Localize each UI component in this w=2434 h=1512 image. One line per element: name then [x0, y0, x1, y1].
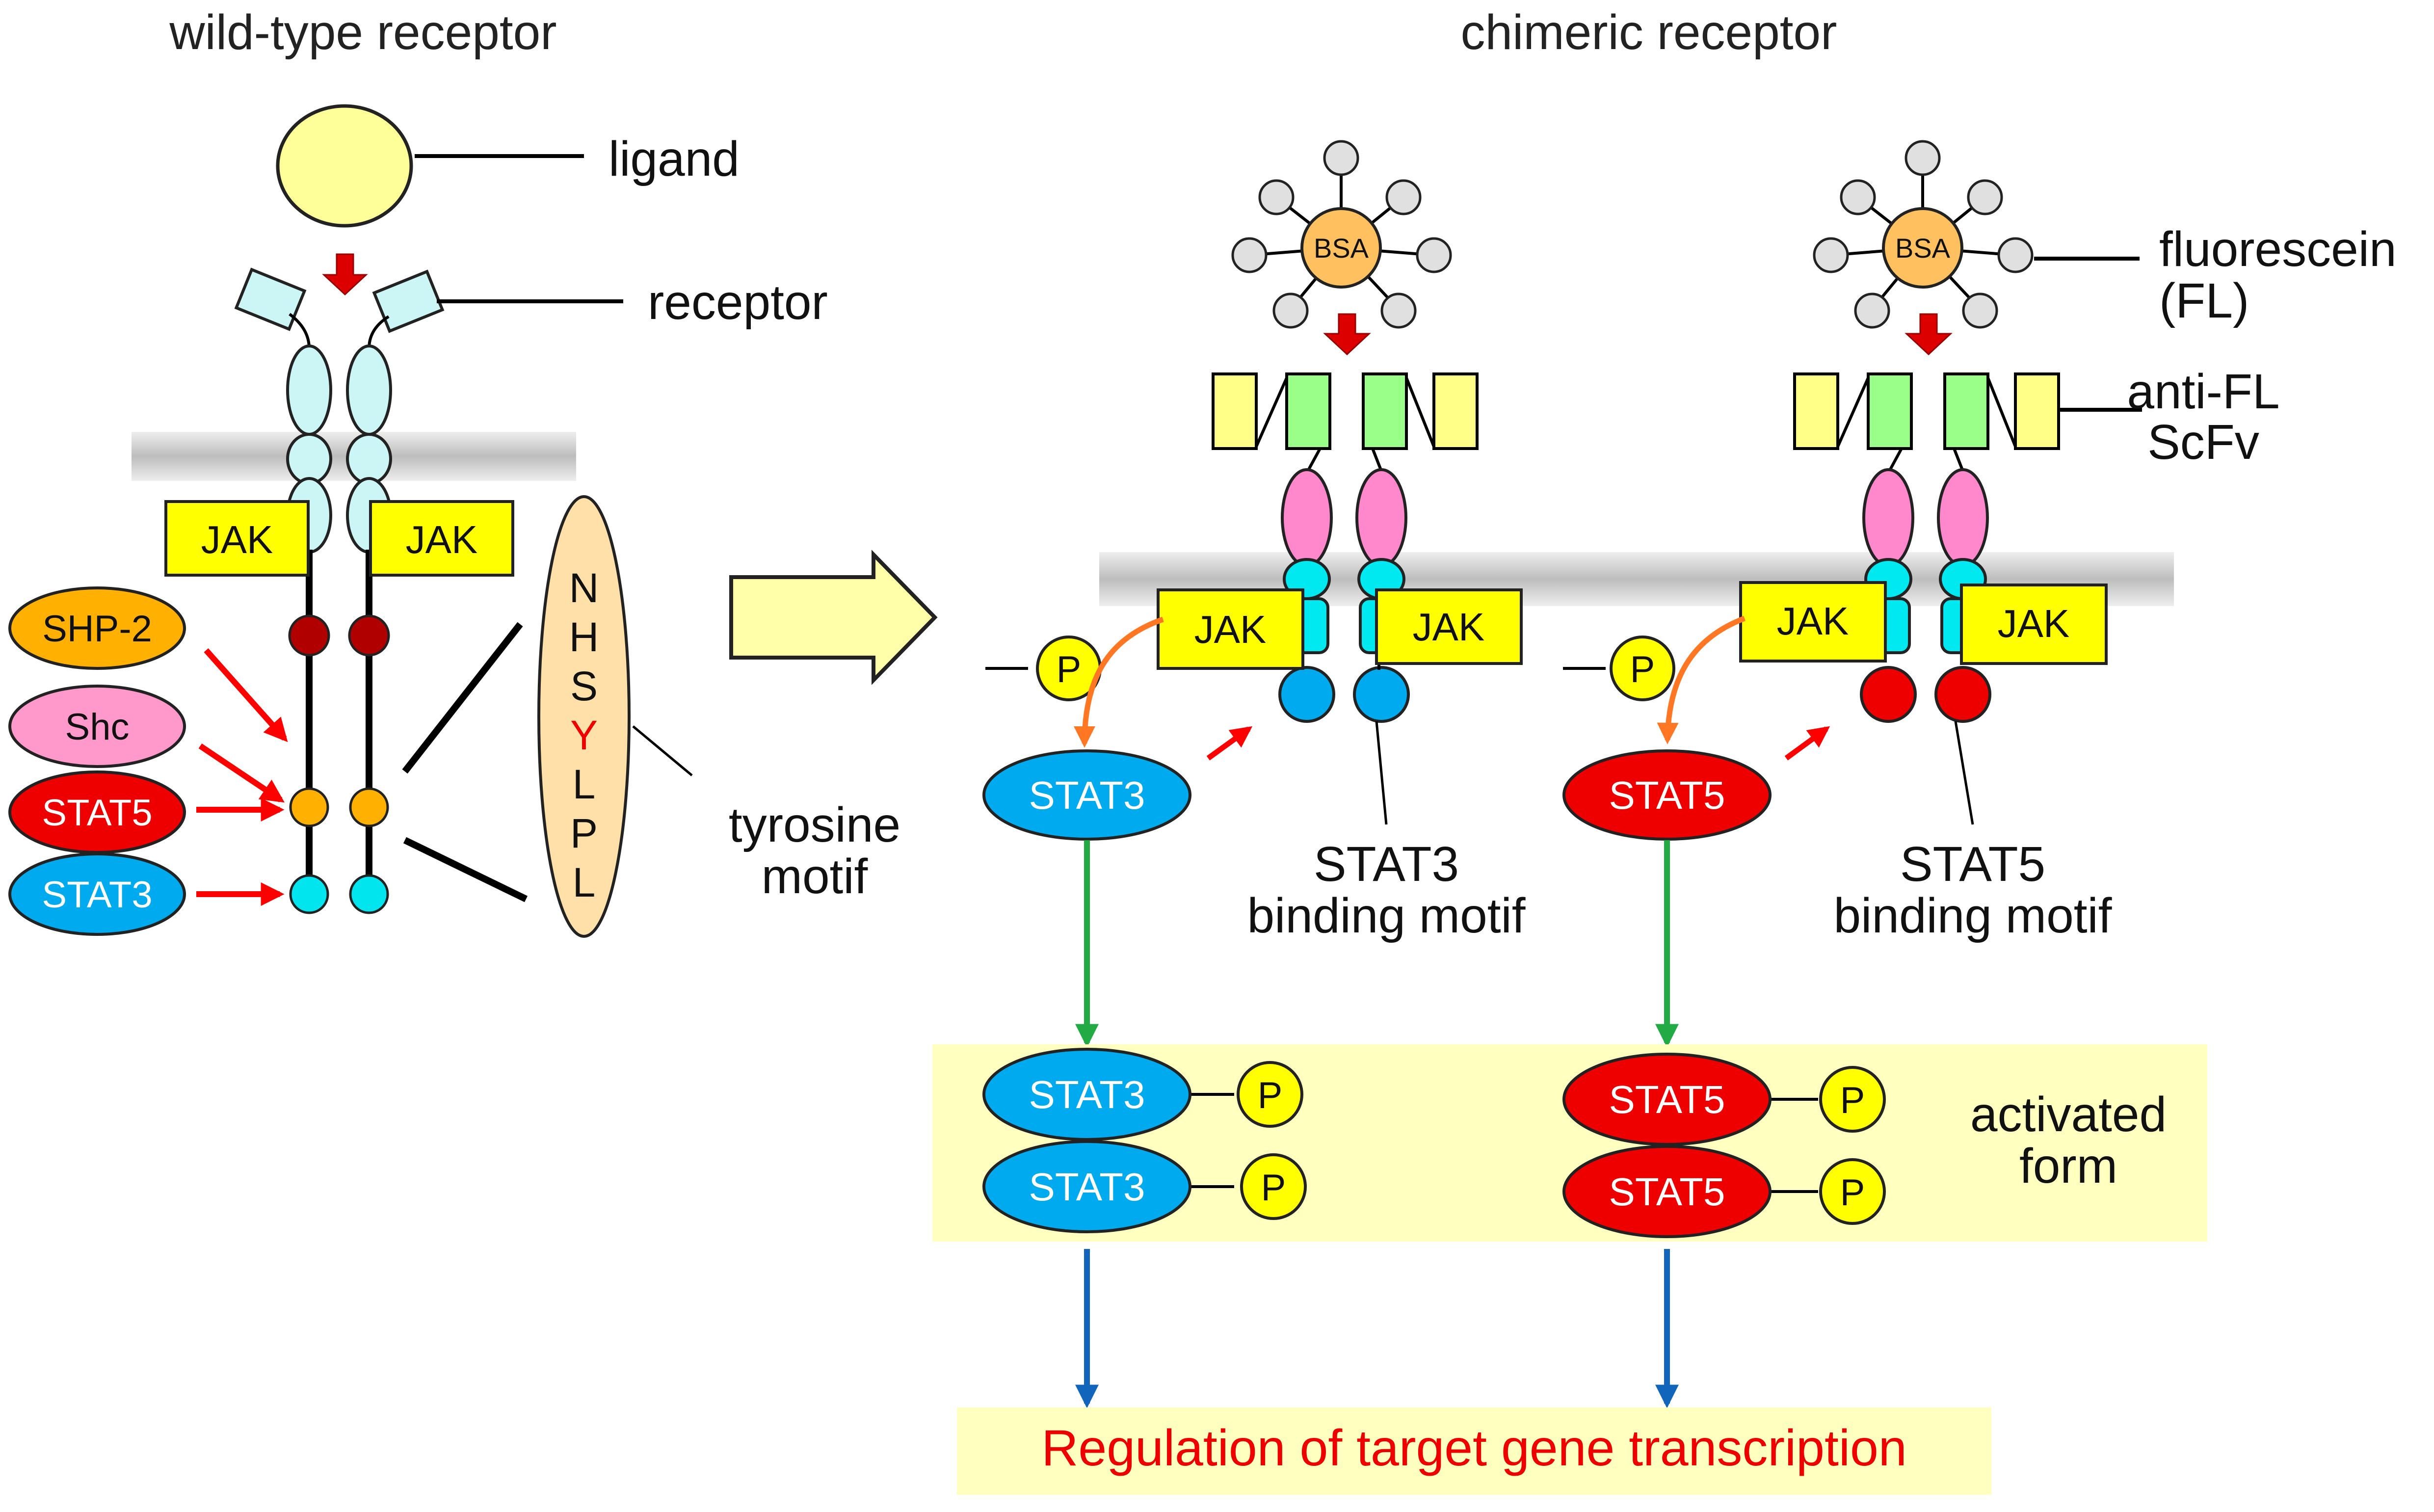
tyrosine-motif-label-2: motif	[762, 849, 868, 904]
svg-text:STAT3: STAT3	[1029, 1165, 1145, 1209]
antifl-label-2: ScFv	[2147, 415, 2259, 470]
svg-text:H: H	[569, 614, 599, 660]
svg-text:STAT3: STAT3	[1029, 1073, 1145, 1116]
svg-text:P: P	[570, 810, 598, 856]
jak-box-chimeric-1a	[1157, 588, 1304, 670]
svg-text:P: P	[1630, 649, 1655, 690]
bsa-complex-1: BSA	[1231, 140, 1452, 329]
jak-label-left: JAK	[201, 518, 273, 561]
phospho-sites-orange	[289, 787, 389, 827]
jak-label-chimeric-1b: JAK	[1413, 605, 1485, 649]
shp2-oval	[8, 586, 186, 670]
receptor-top-right	[372, 269, 445, 333]
regulation-label: Regulation of target gene transcription	[1041, 1420, 1906, 1477]
jak-label-right: JAK	[406, 518, 478, 561]
svg-text:L: L	[573, 761, 596, 807]
adaptor-binding-arrows	[196, 648, 288, 906]
bsa-label-1: BSA	[1314, 233, 1369, 264]
fluorescein-label-1: fluorescein	[2159, 222, 2397, 277]
title-wild-type: wild-type receptor	[169, 5, 556, 60]
fluorescein-label-2: (FL)	[2159, 273, 2249, 328]
ligand-circle	[276, 104, 413, 228]
stat5-recruit-arrow	[1784, 726, 1830, 761]
regulation-box	[957, 1407, 1991, 1495]
svg-text:STAT5: STAT5	[1609, 773, 1725, 817]
motif-letter-tyrosine: Y	[570, 712, 598, 758]
stat5-label-wild-type: STAT5	[42, 792, 152, 834]
jak-label-chimeric-1a: JAK	[1194, 608, 1267, 651]
stat3-binding-label-1: STAT3	[1314, 837, 1459, 892]
activated-label-2: form	[2019, 1139, 2117, 1194]
shc-label: Shc	[65, 706, 130, 748]
stat5-binding-label-2: binding motif	[1834, 888, 2112, 943]
title-chimeric: chimeric receptor	[1461, 5, 1837, 60]
jak-label-chimeric-2a: JAK	[1777, 599, 1849, 643]
phosphorylation-arrow-1	[1074, 616, 1164, 748]
phosphorylation-arrow-2	[1657, 615, 1746, 744]
activated-label-1: activated	[1970, 1087, 2167, 1142]
stat3-monomer	[982, 749, 1191, 841]
svg-text:P: P	[1840, 1172, 1865, 1214]
tyrosine-motif-oval	[537, 495, 631, 938]
shc-oval	[8, 685, 186, 768]
receptor-top-left	[234, 267, 307, 331]
svg-text:N: N	[569, 565, 599, 611]
ligand-label: ligand	[608, 132, 740, 186]
stat3-binding-label-2: binding motif	[1247, 888, 1526, 943]
jak-label-chimeric-2b: JAK	[1998, 602, 2070, 645]
svg-text:P: P	[1261, 1167, 1286, 1209]
jak-box-left	[164, 500, 310, 577]
jak-box-chimeric-1b	[1375, 588, 1523, 665]
phospho-sites-dark-red	[288, 614, 390, 657]
svg-text:P: P	[1057, 649, 1082, 690]
svg-text:STAT5: STAT5	[1609, 1078, 1725, 1121]
svg-text:STAT3: STAT3	[1029, 773, 1145, 817]
bsa-down-arrow-2	[1905, 313, 1953, 356]
shp2-label: SHP-2	[42, 608, 152, 650]
stat3-label-wild-type: STAT3	[42, 874, 152, 916]
jak-box-right	[369, 500, 514, 577]
ligand-down-arrow	[322, 253, 368, 296]
scfv-receptor-stat5	[1793, 372, 2060, 723]
stat3-recruit-arrow	[1206, 726, 1253, 761]
phospho-sites-cyan	[289, 874, 389, 914]
svg-text:S: S	[570, 663, 598, 709]
svg-text:P: P	[1840, 1080, 1865, 1121]
receptor-label: receptor	[648, 275, 828, 330]
svg-text:L: L	[573, 859, 596, 905]
motif-letters: N H S Y L P L	[569, 565, 599, 905]
svg-text:P: P	[1258, 1075, 1283, 1116]
stat3-activated-dimer: STAT3 STAT3 P P	[982, 1048, 1307, 1233]
stat5-monomer	[1562, 749, 1772, 841]
svg-text:STAT5: STAT5	[1609, 1170, 1725, 1214]
jak-box-chimeric-2b	[1960, 584, 2108, 665]
transition-block-arrow	[729, 550, 938, 685]
stat5-activated-dimer: STAT5 STAT5 P P	[1562, 1053, 1886, 1238]
bsa-down-arrow-1	[1323, 313, 1371, 356]
bsa-label-2: BSA	[1895, 233, 1951, 264]
antifl-label-1: anti-FL	[2127, 364, 2279, 419]
stat3-oval-wild-type	[8, 852, 186, 936]
p-circle-free-2	[1610, 636, 1675, 701]
tyrosine-motif-label-1: tyrosine	[729, 797, 900, 852]
stat5-binding-label-1: STAT5	[1900, 837, 2045, 892]
bsa-complex-2: BSA	[1813, 140, 2034, 329]
